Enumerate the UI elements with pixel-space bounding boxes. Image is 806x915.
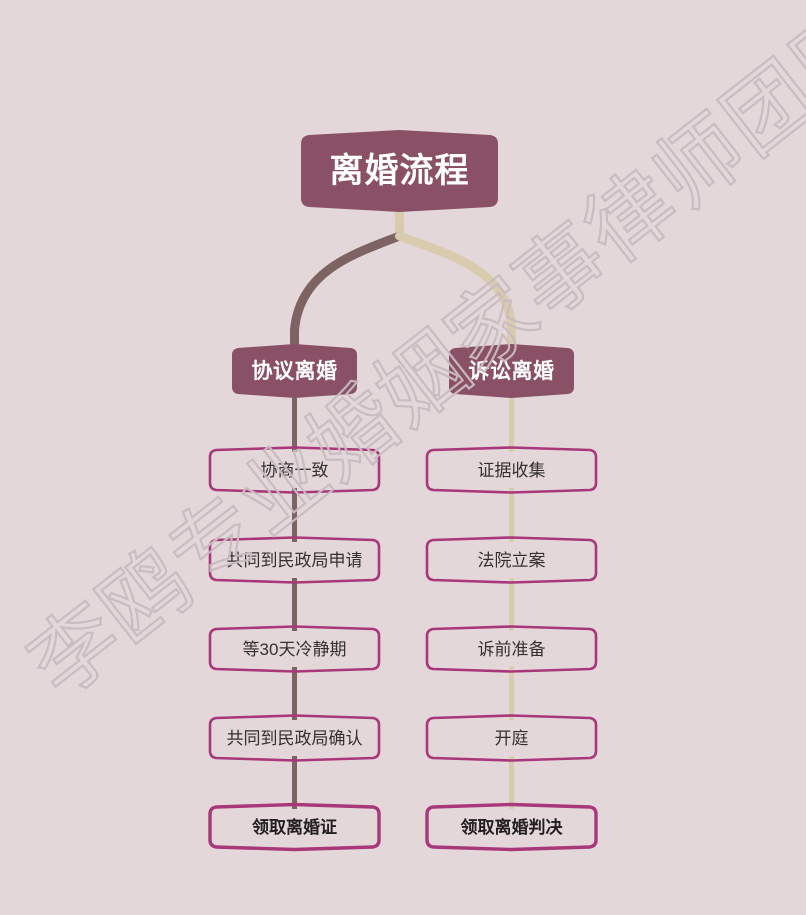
hexagon-outline bbox=[208, 536, 381, 584]
node-label: 诉前准备 bbox=[477, 639, 546, 659]
hexagon-outline bbox=[425, 625, 598, 673]
hexagon-shape bbox=[449, 344, 574, 398]
node-litigation-step-4[interactable]: 开庭 bbox=[424, 714, 599, 762]
hexagon-outline bbox=[425, 802, 598, 852]
node-branch-litigation-label: 诉讼离婚 bbox=[468, 359, 555, 383]
node-label: 证据收集 bbox=[477, 460, 546, 480]
node-root-divorce-process[interactable]: 离婚流程 bbox=[293, 130, 506, 212]
connector-root-to-agreement bbox=[290, 231, 404, 349]
hexagon-outline bbox=[425, 714, 598, 762]
hexagon-shape bbox=[301, 130, 498, 212]
node-label: 领取离婚证 bbox=[252, 817, 337, 837]
hexagon-outline bbox=[208, 802, 381, 852]
node-branch-litigation[interactable]: 诉讼离婚 bbox=[444, 344, 579, 398]
hexagon-shape bbox=[232, 344, 357, 398]
node-litigation-step-5-final[interactable]: 领取离婚判决 bbox=[424, 802, 599, 852]
node-label: 协商一致 bbox=[260, 460, 329, 480]
node-litigation-step-1[interactable]: 证据收集 bbox=[424, 446, 599, 494]
node-agreement-step-3[interactable]: 等30天冷静期 bbox=[207, 625, 382, 673]
node-label: 共同到民政局确认 bbox=[226, 728, 363, 748]
hexagon-outline bbox=[208, 714, 381, 762]
hexagon-outline bbox=[425, 446, 598, 494]
hexagon-outline bbox=[208, 625, 381, 673]
node-litigation-step-2[interactable]: 法院立案 bbox=[424, 536, 599, 584]
node-label: 共同到民政局申请 bbox=[226, 550, 363, 570]
node-agreement-step-4[interactable]: 共同到民政局确认 bbox=[207, 714, 382, 762]
watermark-text: 李鸥专业婚姻家事律师团队 bbox=[13, 0, 806, 715]
node-branch-agreement[interactable]: 协议离婚 bbox=[227, 344, 362, 398]
node-agreement-step-2[interactable]: 共同到民政局申请 bbox=[207, 536, 382, 584]
hexagon-outline bbox=[425, 536, 598, 584]
hexagon-outline bbox=[208, 446, 381, 494]
node-label: 开庭 bbox=[494, 728, 529, 748]
node-label: 等30天冷静期 bbox=[242, 639, 347, 659]
node-litigation-step-3[interactable]: 诉前准备 bbox=[424, 625, 599, 673]
node-label: 领取离婚判决 bbox=[460, 817, 563, 837]
connector-root-to-litigation bbox=[395, 231, 516, 349]
node-label: 法院立案 bbox=[477, 550, 546, 570]
node-root-label: 离婚流程 bbox=[329, 152, 470, 190]
node-branch-agreement-label: 协议离婚 bbox=[251, 359, 338, 383]
node-agreement-step-5-final[interactable]: 领取离婚证 bbox=[207, 802, 382, 852]
node-agreement-step-1[interactable]: 协商一致 bbox=[207, 446, 382, 494]
